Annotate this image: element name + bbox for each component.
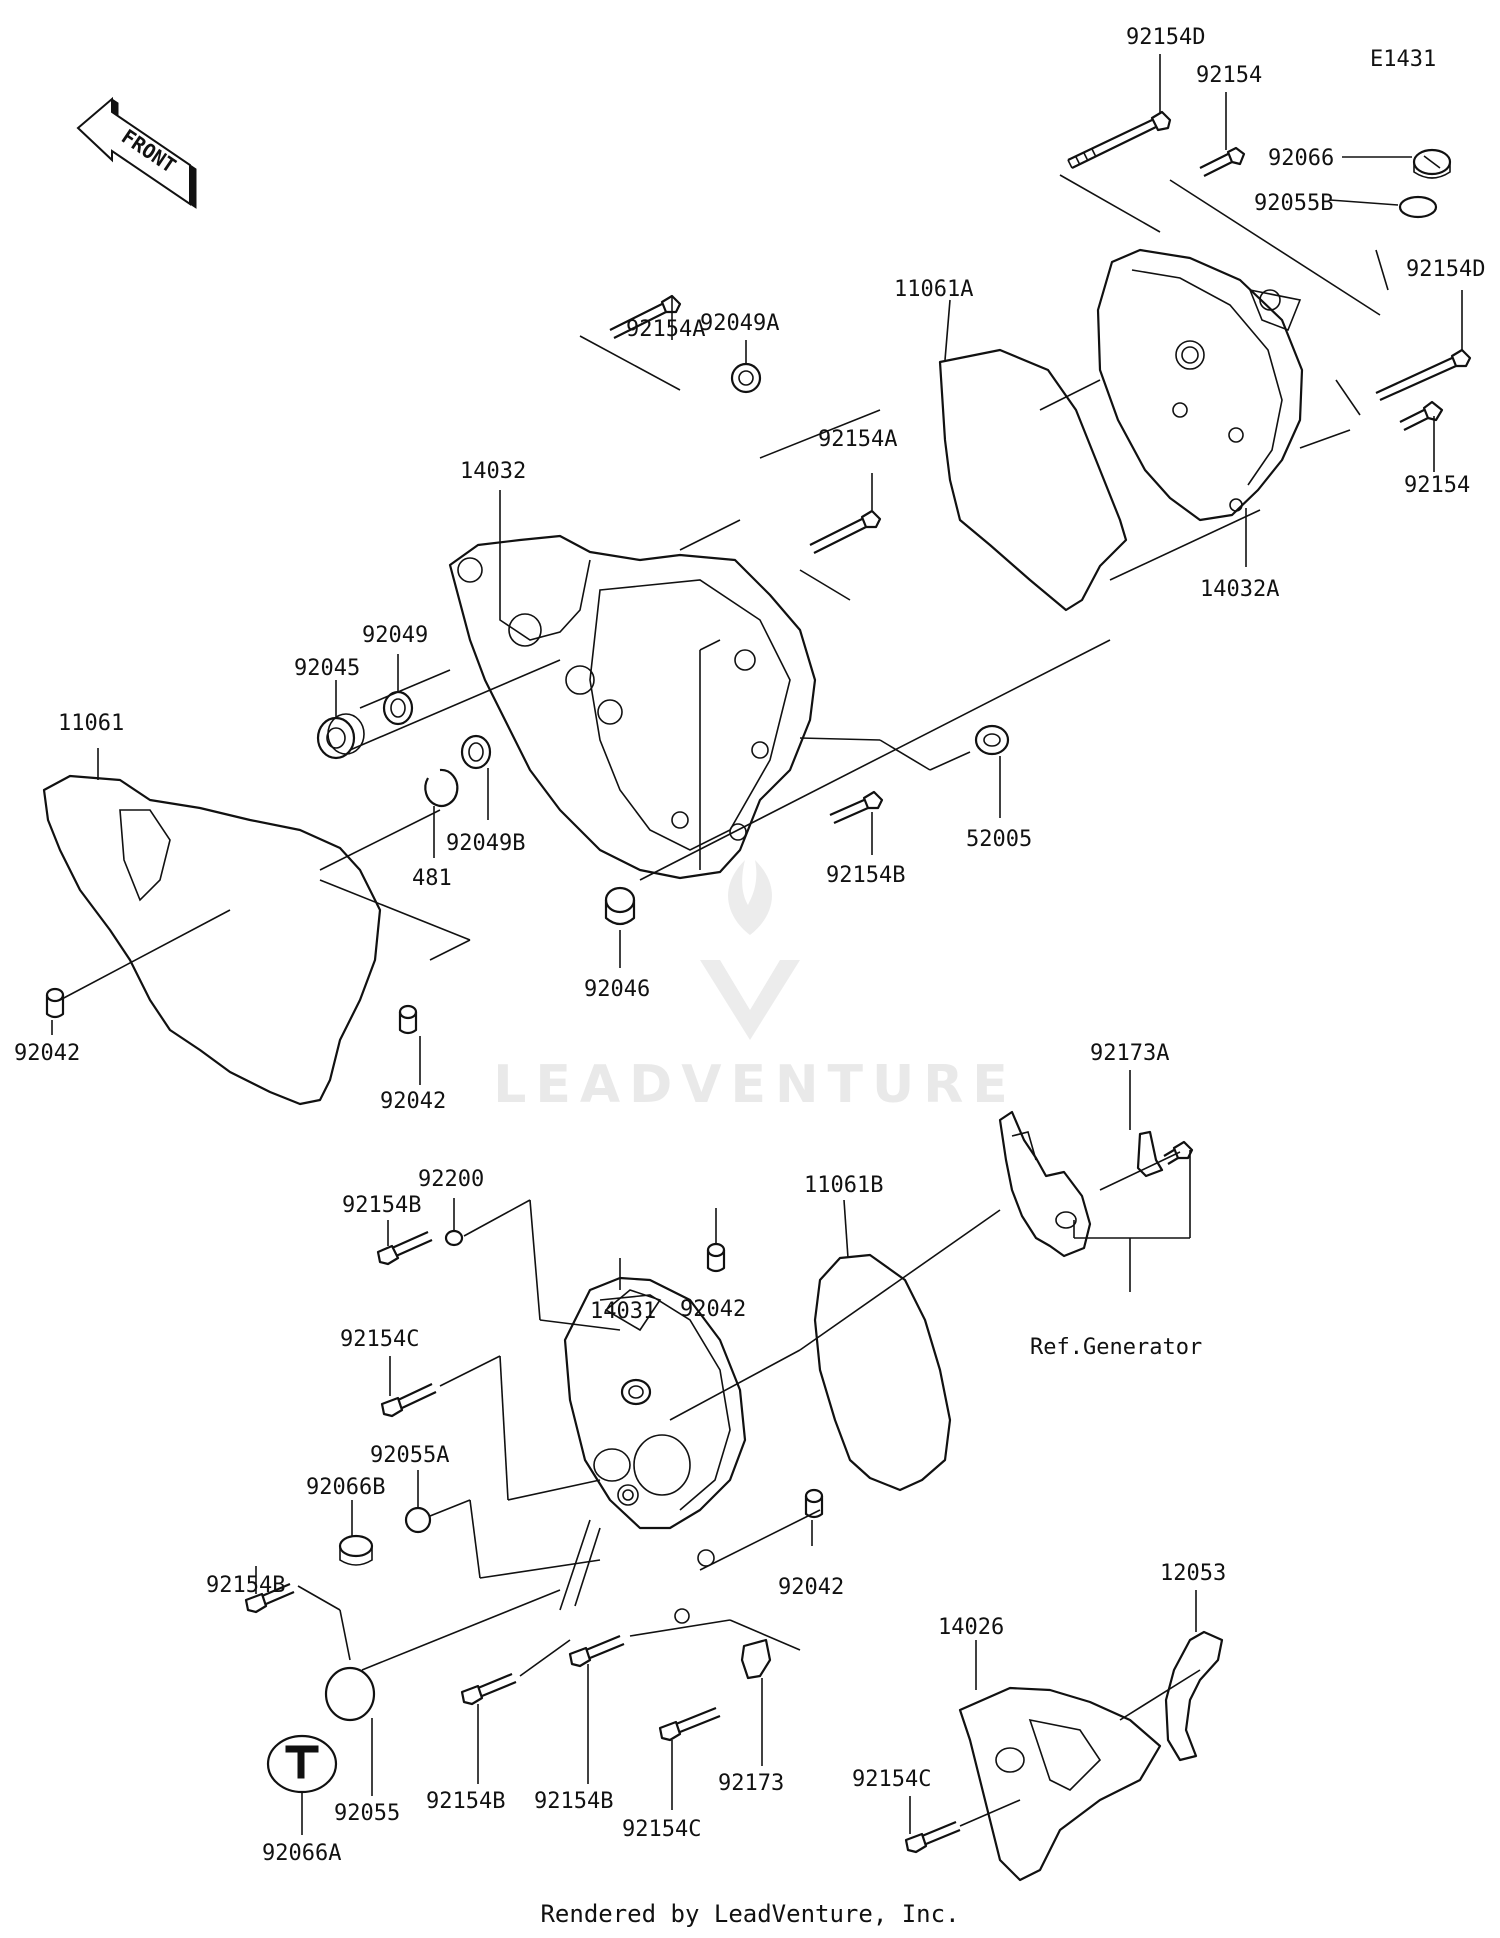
part-92154-bolt-right[interactable] — [1399, 400, 1444, 431]
label-92200[interactable]: 92200 — [418, 1167, 484, 1192]
label-92055[interactable]: 92055 — [334, 1801, 400, 1826]
part-52005-seal[interactable] — [974, 724, 1010, 756]
label-92154-top[interactable]: 92154 — [1196, 63, 1262, 88]
label-11061[interactable]: 11061 — [58, 711, 124, 736]
part-92045-bearing[interactable] — [316, 713, 365, 760]
label-92055B[interactable]: 92055B — [1254, 191, 1333, 216]
label-92154D-right[interactable]: 92154D — [1406, 257, 1485, 282]
diagram-code: E1431 — [1370, 47, 1436, 72]
part-11061-gasket[interactable] — [42, 774, 382, 1106]
part-92055-o-ring[interactable] — [324, 1666, 376, 1722]
watermark-text: LEADVENTURE — [493, 1055, 1017, 1115]
label-14032[interactable]: 14032 — [460, 459, 526, 484]
label-92066[interactable]: 92066 — [1268, 146, 1334, 171]
label-92055A[interactable]: 92055A — [370, 1443, 449, 1468]
part-92154D-bolt-right[interactable] — [1375, 348, 1472, 402]
part-92055A-o-ring[interactable] — [404, 1506, 432, 1534]
label-92049A[interactable]: 92049A — [700, 311, 779, 336]
part-92154B-bolt-a[interactable] — [376, 1230, 433, 1266]
ref-generator — [998, 1110, 1092, 1258]
label-92049B[interactable]: 92049B — [446, 831, 525, 856]
part-labels: 92154D 92154 92066 92055B 92154D 92154 1… — [14, 25, 1485, 1866]
part-481-circlip[interactable] — [424, 768, 459, 808]
label-92066A[interactable]: 92066A — [262, 1841, 341, 1866]
part-11061A-gasket[interactable] — [938, 348, 1128, 612]
label-92154B-a[interactable]: 92154B — [342, 1193, 421, 1218]
part-92200-washer[interactable] — [444, 1229, 464, 1247]
label-92154B-b[interactable]: 92154B — [206, 1573, 285, 1598]
watermark: LEADVENTURE — [493, 860, 1017, 1115]
part-14032-clutch-cover-inner[interactable] — [448, 534, 817, 880]
label-92154-right[interactable]: 92154 — [1404, 473, 1470, 498]
part-92042-dowel-left[interactable] — [45, 987, 65, 1019]
part-92049B-seal[interactable] — [460, 734, 492, 770]
part-92154-bolt-top[interactable] — [1199, 146, 1246, 177]
label-92154B-mid[interactable]: 92154B — [826, 863, 905, 888]
part-92154C-bolt-c[interactable] — [658, 1706, 721, 1742]
part-92066-cap[interactable] — [1412, 148, 1452, 179]
part-92154B-bolt-mid[interactable] — [829, 790, 884, 825]
label-12053[interactable]: 12053 — [1160, 1561, 1226, 1586]
label-92154C-a[interactable]: 92154C — [340, 1327, 419, 1352]
label-92173A[interactable]: 92173A — [1090, 1041, 1169, 1066]
label-92154C-c[interactable]: 92154C — [622, 1817, 701, 1842]
label-92154A-b[interactable]: 92154A — [818, 427, 897, 452]
label-14032A[interactable]: 14032A — [1200, 577, 1279, 602]
label-14031[interactable]: 14031 — [590, 1299, 656, 1324]
part-12053-plate[interactable] — [1164, 1630, 1224, 1762]
part-92173A-clamp[interactable] — [1136, 1130, 1164, 1178]
part-92066B-plug[interactable] — [338, 1534, 374, 1566]
watermark-logo-icon — [700, 960, 800, 1040]
label-92154A-a[interactable]: 92154A — [626, 317, 705, 342]
label-92042-left[interactable]: 92042 — [14, 1041, 80, 1066]
part-92154A-bolt-b[interactable] — [809, 509, 882, 554]
label-92049[interactable]: 92049 — [362, 623, 428, 648]
part-14026-cover[interactable] — [958, 1686, 1162, 1882]
label-11061B[interactable]: 11061B — [804, 1173, 883, 1198]
part-92173-clamp[interactable] — [740, 1638, 772, 1680]
part-92154B-bolt-d[interactable] — [568, 1634, 625, 1668]
label-92154B-c[interactable]: 92154B — [426, 1789, 505, 1814]
label-92046[interactable]: 92046 — [584, 977, 650, 1002]
label-481[interactable]: 481 — [412, 866, 452, 891]
label-92154D-top[interactable]: 92154D — [1126, 25, 1205, 50]
part-92042-dowel-mid[interactable] — [398, 1004, 418, 1035]
leader-lines-bottom — [255, 1070, 1201, 1835]
label-92042-c[interactable]: 92042 — [680, 1297, 746, 1322]
part-92042-dowel-c[interactable] — [706, 1242, 726, 1273]
part-92154C-bolt-b[interactable] — [904, 1820, 961, 1854]
front-arrow-icon: FRONT — [76, 96, 197, 209]
part-92154A-bolt-a[interactable] — [609, 294, 682, 339]
label-11061A[interactable]: 11061A — [894, 277, 973, 302]
part-11061B-gasket[interactable] — [813, 1253, 952, 1492]
ref-generator-note: Ref.Generator — [1030, 1335, 1202, 1360]
label-52005[interactable]: 52005 — [966, 827, 1032, 852]
label-92154C-b[interactable]: 92154C — [852, 1767, 931, 1792]
part-92055B-o-ring[interactable] — [1398, 195, 1438, 219]
label-92066B[interactable]: 92066B — [306, 1475, 385, 1500]
label-14026[interactable]: 14026 — [938, 1615, 1004, 1640]
label-92154B-d[interactable]: 92154B — [534, 1789, 613, 1814]
label-92173[interactable]: 92173 — [718, 1771, 784, 1796]
part-92049A-seal[interactable] — [730, 362, 762, 394]
label-92042-d[interactable]: 92042 — [778, 1575, 844, 1600]
part-92154D-bolt-top[interactable] — [1067, 110, 1172, 169]
label-92042-mid[interactable]: 92042 — [380, 1089, 446, 1114]
footer-credit: Rendered by LeadVenture, Inc. — [540, 1900, 959, 1928]
leader-lines-top — [51, 54, 1463, 1085]
part-14031-generator-cover[interactable] — [563, 1276, 747, 1624]
part-92154C-bolt-a[interactable] — [380, 1383, 437, 1418]
part-92046-collar[interactable] — [604, 886, 636, 926]
part-92154B-bolt-c[interactable] — [460, 1672, 517, 1706]
part-92042-dowel-d[interactable] — [804, 1488, 824, 1519]
part-92154B-bolt-b[interactable] — [244, 1582, 295, 1614]
label-92045[interactable]: 92045 — [294, 656, 360, 681]
part-92066A-plug[interactable] — [266, 1734, 338, 1794]
part-14032A-clutch-cover[interactable] — [1096, 248, 1304, 522]
